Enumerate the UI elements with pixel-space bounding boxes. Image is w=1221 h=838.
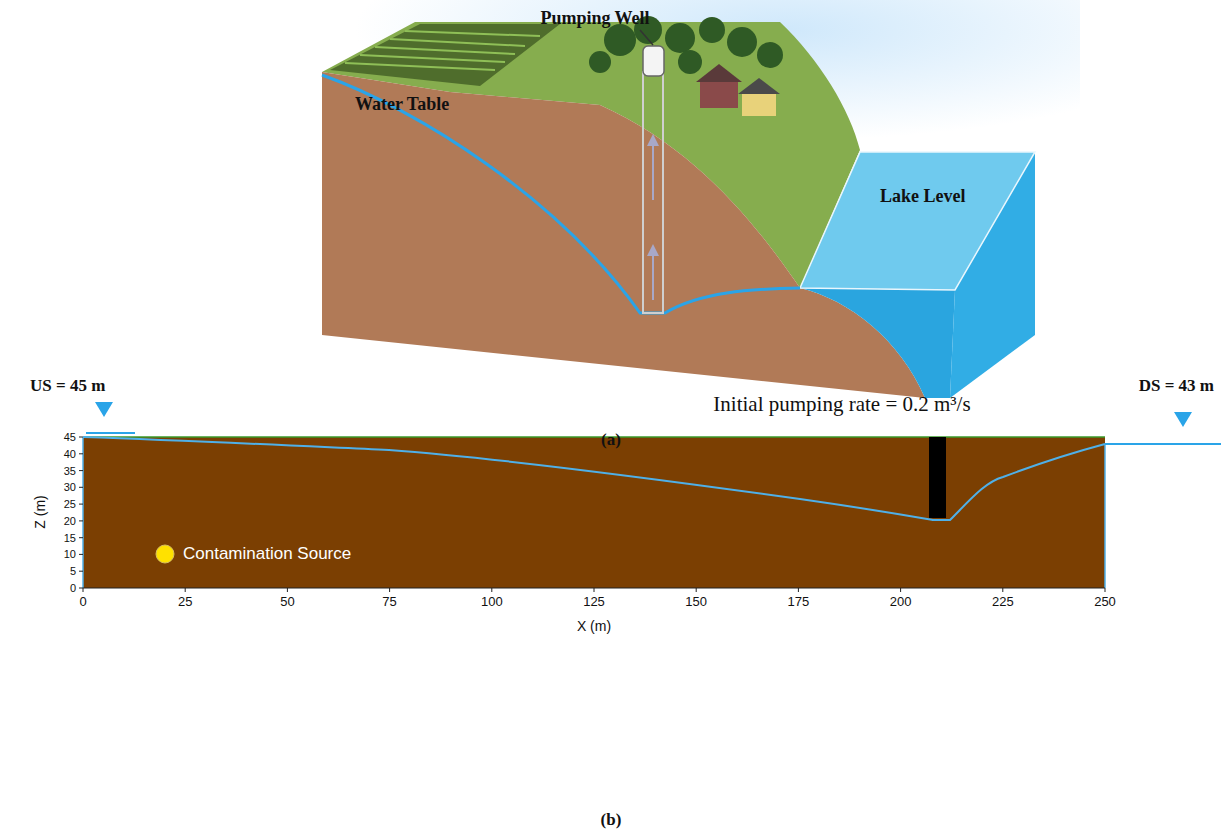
tick-label: 125 [583,595,605,610]
callout-label: Pumping Well [540,8,649,29]
crop-rows [345,31,540,70]
boundary-label: DS = 43 m [1139,376,1214,396]
well-screen [929,437,946,518]
aquifer-section [83,437,1105,588]
lake-surface [800,152,1035,290]
tick-label: 100 [481,595,503,610]
tick-label: 150 [685,595,707,610]
tick-label: 20 [64,515,76,528]
tick-label: 175 [788,595,810,610]
tick-label: 0 [79,595,86,610]
panel-caption: (b) [601,810,622,830]
tick-label: 0 [70,582,76,595]
upstream-level-line [86,432,135,434]
downstream-level-line [1105,443,1221,445]
tick-label: 45 [64,431,76,444]
callout-label: Water Table [355,94,449,115]
source-label: Contamination Source [183,544,351,564]
water-table-line [322,75,800,313]
crop-field [330,24,560,86]
tick-label: 25 [178,595,192,610]
contamination-dot [156,545,174,563]
tick-label: 15 [64,531,76,544]
tick-label: 250 [1094,595,1116,610]
tick-label: 30 [64,481,76,494]
tick-label: 25 [64,498,76,511]
tick-label: 225 [992,595,1014,610]
panel-caption: (a) [601,430,621,450]
boundary-label: US = 45 m [30,376,105,396]
tick-label: 40 [64,447,76,460]
upstream-boundary [82,437,84,588]
water-table-profile [83,437,1105,520]
callout-label: Lake Level [880,186,966,207]
tick-label: 35 [64,464,76,477]
axis-ticks [79,437,1105,592]
tick-label: 50 [280,595,294,610]
pumping-rate-note: Initial pumping rate = 0.2 m³/s [713,392,970,416]
houses [696,64,780,116]
tick-label: 5 [70,565,76,578]
tick-label: 75 [382,595,396,610]
downstream-boundary [1104,444,1106,588]
water-level-symbol [1174,412,1192,427]
tick-label: 200 [890,595,912,610]
axis-title: X (m) [577,618,611,634]
water-level-symbol [95,402,113,417]
lake-front [800,288,955,398]
ground-surface [83,436,1105,438]
tick-label: 10 [64,548,76,561]
pumping-well [640,30,664,313]
axis-title: Z (m) [32,495,48,528]
